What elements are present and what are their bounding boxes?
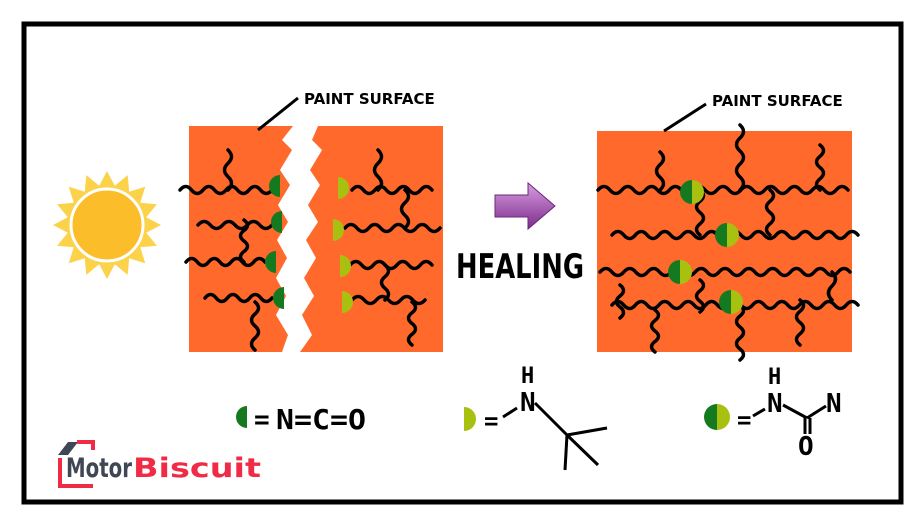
nitrogen-atom: N [520,388,536,418]
oxygen-atom: O [798,432,814,462]
paint-block-right [300,126,443,352]
healing-label: HEALING [456,247,584,287]
polymer-chain [249,300,261,352]
legend-amine: = H N [464,364,608,471]
logo-mark [58,442,78,455]
polymer-chains [178,123,860,362]
amine-group [731,290,743,314]
amine-group [340,255,351,277]
equals-sign: = [737,406,751,434]
polymer-chain [196,219,274,231]
polymer-chain [614,283,626,320]
pointer-line [257,96,299,132]
polymer-chain [694,278,706,314]
polymer-chain [654,150,666,192]
polymer-chain [734,123,746,192]
logo-text-motor: Motor [66,453,132,484]
urea-bonds [752,403,827,434]
polymer-chain [348,259,434,271]
isocyanate-group [715,223,727,247]
polymer-chain [343,222,442,234]
legend-isocyanate: = N=C=O [236,403,366,436]
polymer-chain [178,184,274,196]
polymer-chain [399,188,411,230]
polymer-chain [598,266,852,278]
equals-sign: = [254,405,270,435]
light-green-half-circle-icon [464,407,476,431]
tert-butyl-bonds [502,401,608,471]
hydrogen-atom: H [521,364,534,389]
amine-group [727,223,739,247]
paint-surface-label-left: PAINT SURFACE [304,90,435,108]
isocyanate-group [719,290,731,314]
amine-group [342,291,353,313]
polymer-chain [379,263,391,302]
motorbiscuit-logo: Motor Biscuit [58,440,261,488]
dark-green-half-circle-icon [236,406,247,428]
polymer-chain [350,294,427,306]
isocyanate-group [668,260,680,284]
dark-green-half-icon [704,404,717,430]
hydrogen-atom: H [768,365,781,390]
amine-group [333,219,344,241]
polymer-chain [734,303,746,362]
logo-text-biscuit: Biscuit [133,453,261,484]
isocyanate-group [680,180,692,204]
isocyanate-group [265,251,276,273]
nitrogen-atom: N [826,389,842,419]
polymer-chain [649,308,661,354]
polymer-chain [184,256,267,268]
paint-surface-label-right: PAINT SURFACE [712,92,843,110]
polymer-chain [764,188,776,237]
pointer-line [663,102,707,133]
polymer-chain [826,270,838,302]
isocyanate-formula: N=C=O [276,403,366,436]
isocyanate-group [271,211,282,233]
polymer-chain [794,298,806,347]
polymer-chain [222,148,234,192]
reactive-groups [265,175,743,314]
nitrogen-atom: N [767,389,783,419]
sun-disc [69,187,145,263]
amine-group [692,180,704,204]
sun-icon [53,171,161,279]
polymer-chain [694,188,706,237]
isocyanate-group [269,175,280,197]
equals-sign: = [484,407,498,435]
polymer-chain [814,143,826,192]
light-green-half-icon [717,404,730,430]
arrow-right-icon [494,181,556,231]
amine-group [680,260,692,284]
polymer-chain [238,218,250,264]
isocyanate-group [273,287,284,309]
polymer-chain [350,184,434,196]
polymer-chain [406,300,418,347]
legend-urea: = H N N O [704,365,842,462]
amine-group [338,177,349,199]
polymer-chain [203,292,274,304]
polymer-chain [596,184,850,196]
polymer-chain [372,148,384,192]
